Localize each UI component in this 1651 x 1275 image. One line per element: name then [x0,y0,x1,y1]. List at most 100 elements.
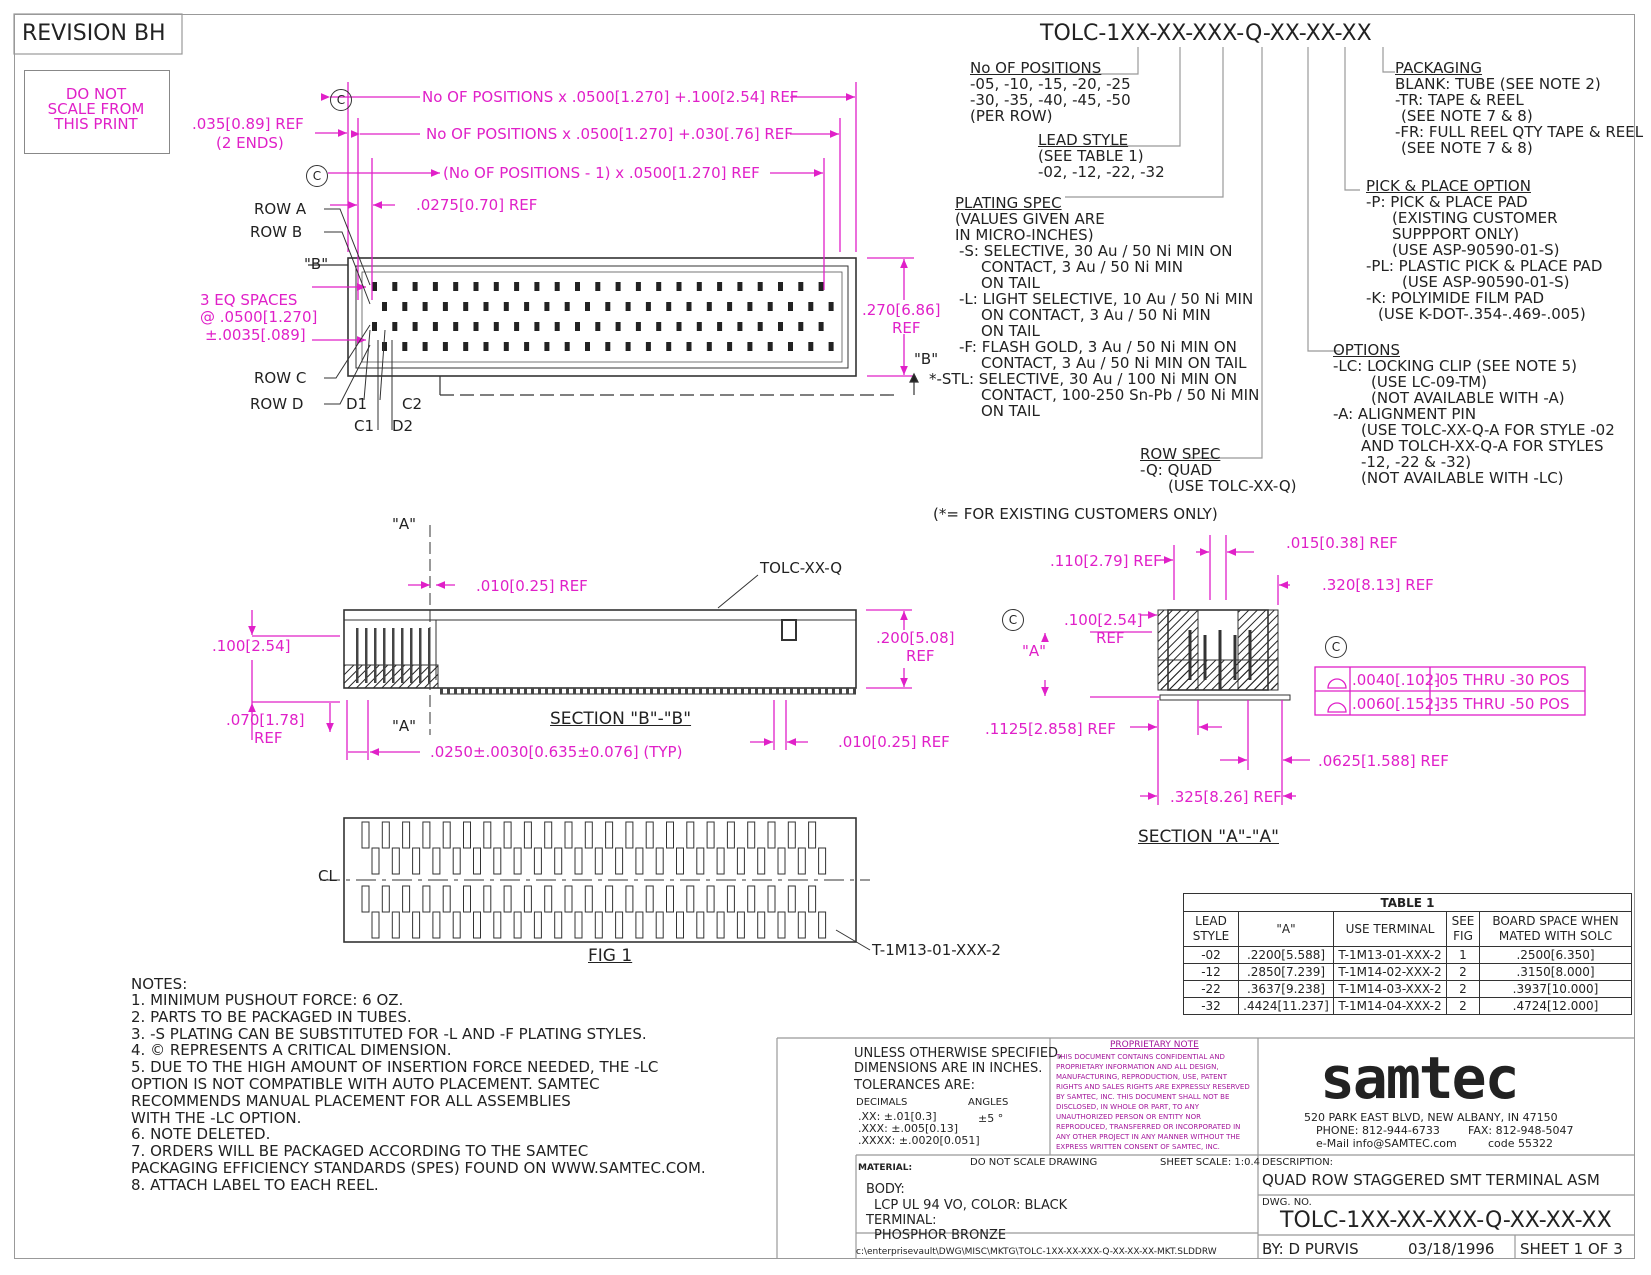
contact-pad [473,282,479,291]
contact-pad [514,322,520,331]
contact-pad [503,302,509,311]
contact-pad [788,342,793,351]
contact-pad [554,282,560,291]
section-b-tail [713,688,716,694]
lead-style-line-2: -02, -12, -22, -32 [1038,163,1165,181]
contact-pad [696,282,702,291]
fig1-terminal [625,885,634,913]
fig1-terminal [655,847,664,875]
contact-pad [757,282,763,291]
fig1-terminal [594,847,603,875]
b-label-bottom: "B" [914,350,939,368]
plating-line: ON CONTACT, 3 Au / 50 Ni MIN [981,306,1211,324]
fig1-terminal [503,885,512,913]
section-b-tail [671,688,674,694]
critical-dim-symbol: C [330,89,352,111]
fig1-terminal [818,911,827,939]
date: 03/18/1996 [1408,1240,1495,1258]
fig1-terminal: T-1M13-01-XXX-2 [872,941,1001,959]
packaging-line: (SEE NOTE 7 & 8) [1401,107,1533,125]
table-cell: -32 [1183,997,1239,1015]
note-item: 6. NOTE DELETED. [131,1125,271,1144]
contact-pad [564,342,570,351]
row-c-label: ROW C [254,369,307,387]
dim-110: .110[2.79] REF [1050,552,1162,570]
table-cell: .3937[10.000] [1479,980,1632,998]
contact-pad [382,302,387,311]
tolc-leader [717,574,759,609]
table-cell: 2 [1446,963,1480,981]
fig1-terminal [605,821,614,849]
fig1-terminal [706,821,715,849]
section-b-tail [762,688,765,694]
tolerance-1-range: -05 THRU -30 POS [1434,671,1570,689]
pick-place-line: -PL: PLASTIC PICK & PLACE PAD [1366,257,1603,275]
dim-positions-minus-1: (No OF POSITIONS - 1) x .0500[1.270] REF [443,164,760,182]
table-cell: -02 [1183,946,1239,964]
options-line: -12, -22 & -32) [1361,453,1472,471]
section-b-tail [440,688,443,694]
section-b-tail [727,688,730,694]
contact-pad [392,282,398,291]
fig1-terminal [493,911,502,939]
fig1-terminal [706,885,715,913]
contact-pad [727,342,733,351]
section-b-tail [587,688,590,694]
contact-pad [432,322,438,331]
drawn-by: BY: D PURVIS [1262,1240,1359,1258]
table-cell: .2500[6.350] [1479,946,1632,964]
contact-pad [544,342,550,351]
positions-line-3: (PER ROW) [970,107,1053,125]
material-label: MATERIAL: [858,1163,913,1173]
section-b-tail [475,688,478,694]
fig1-terminal [666,885,674,913]
fig1-terminal [442,885,451,913]
section-b-tail [454,688,457,694]
tolerance-1: .0040[.102] [1352,671,1441,689]
contact-pad [493,282,499,291]
fig1-terminal [432,911,441,939]
terminal-leader [835,929,871,951]
positions-line-1: -05, -10, -15, -20, -25 [970,75,1131,93]
pick-place-line: -K: POLYIMIDE FILM PAD [1366,289,1545,307]
section-b-dimensions [248,581,912,760]
part-number-template: TOLC-1XX-XX-XXX-Q-XX-XX-XX [1040,21,1372,46]
fig1-terminal [594,911,603,939]
contact-pad [372,282,377,291]
section-b-tail [853,688,856,694]
fig1-terminal [503,821,512,849]
terminal-value: PHOSPHOR BRONZE [874,1228,1007,1243]
note-item: WITH THE -LC OPTION. [131,1108,302,1127]
spec-2: DIMENSIONS ARE IN INCHES. [854,1061,1043,1076]
fig1-title: FIG 1 [588,946,633,966]
fig1-terminal [574,911,583,939]
dim-positions-plus-100: No OF POSITIONS x .0500[1.270] +.100[2.5… [422,88,799,106]
section-b-tail [664,688,667,694]
sheet: SHEET 1 OF 3 [1520,1240,1623,1258]
notes-title: NOTES: [131,975,188,993]
contact-pad [524,342,530,351]
tol-xxx: .XXX: ±.005[0.13] [858,1122,959,1135]
file-path: c:\enterprisevault\DWG\MISC\MKTG\TOLC-1X… [856,1247,1217,1257]
a-label-top: "A" [392,515,417,533]
existing-customers-note: (*= FOR EXISTING CUSTOMERS ONLY) [933,505,1218,523]
section-b-tail [496,688,499,694]
pick-place-line: (EXISTING CUSTOMER [1392,209,1558,227]
pin-c2: C2 [402,395,423,413]
section-b-tail [776,688,779,694]
drawing-frame [14,14,1635,1259]
packaging-line: BLANK: TUBE (SEE NOTE 2) [1395,75,1601,93]
fig1-terminal [635,911,644,939]
fig1-terminal [564,821,573,849]
contact-pad [534,282,540,291]
note-item: 4. © REPRESENTS A CRITICAL DIMENSION. [131,1041,452,1060]
contact-pad [625,342,631,351]
plating-line: CONTACT, 3 Au / 50 Ni MIN [981,258,1183,276]
contact-pad [595,322,601,331]
dim-325: .325[8.26] REF [1170,788,1282,806]
eq-spaces-3: ±.0035[.089] [205,326,306,344]
fig1-terminal [686,821,695,849]
